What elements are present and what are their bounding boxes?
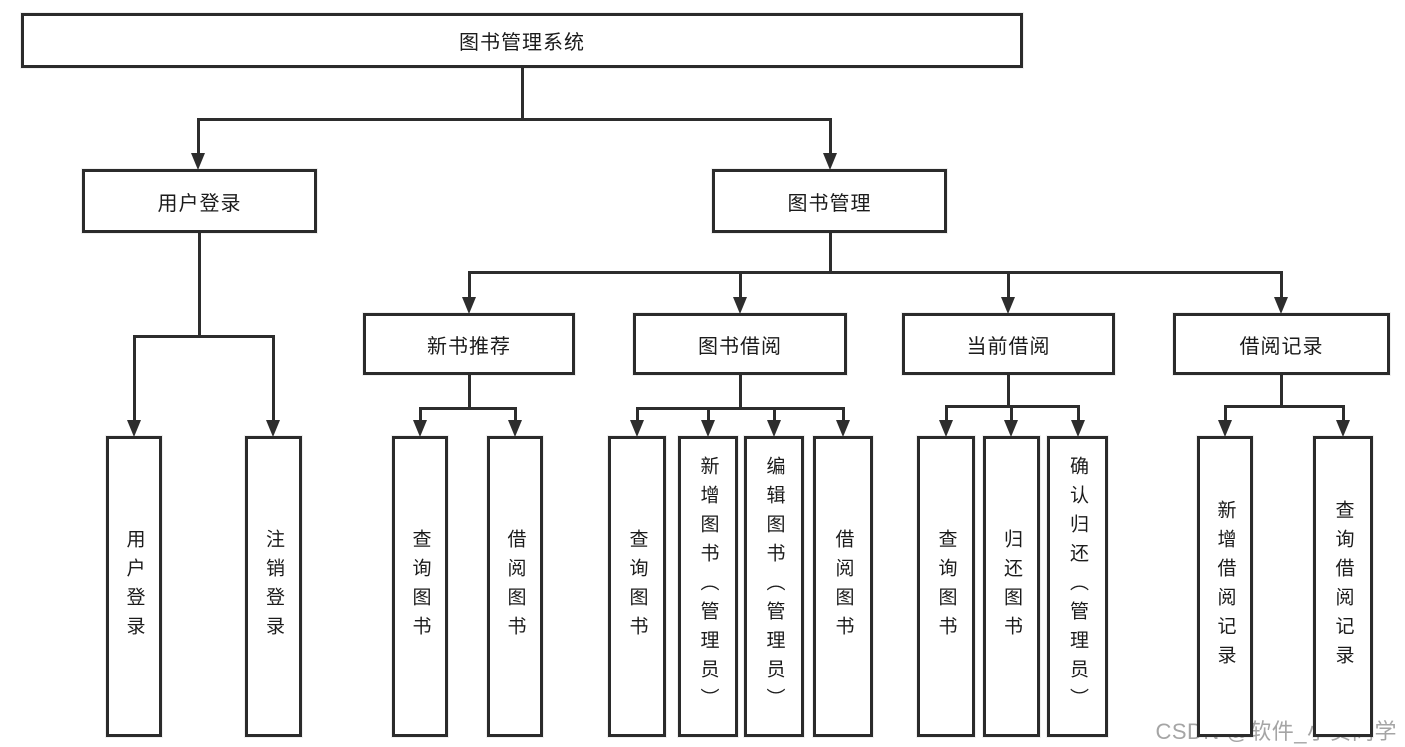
- connector-drop: [706, 408, 710, 423]
- leaf-query-borrow-record: 查询借阅记录: [1313, 436, 1373, 737]
- arrow-down-icon: [767, 420, 781, 437]
- node-book-borrow-label: 图书借阅: [698, 335, 782, 358]
- connector-stem: [1279, 375, 1283, 408]
- connector-drop: [132, 336, 136, 423]
- connector-stem: [1006, 375, 1010, 408]
- leaf-add-book-admin: 新增图书（管理员）: [678, 436, 738, 737]
- node-current-borrow: 当前借阅: [902, 313, 1115, 375]
- connector-bar: [418, 406, 517, 410]
- connector-drop: [271, 336, 275, 423]
- arrow-down-icon: [823, 153, 837, 170]
- node-user-login-label: 用户登录: [157, 192, 242, 215]
- arrow-down-icon: [508, 420, 522, 437]
- leaf-query-book-recommend: 查询图书: [392, 436, 448, 737]
- connector-bar: [196, 117, 832, 121]
- connector-drop: [635, 408, 639, 423]
- connector-drop: [1009, 406, 1013, 423]
- arrow-down-icon: [127, 420, 141, 437]
- connector-bar: [132, 334, 275, 338]
- arrow-down-icon: [701, 420, 715, 437]
- connector-stem: [520, 68, 524, 121]
- connector-stem: [738, 375, 742, 410]
- leaf-user-login-label: 用户登录: [123, 528, 145, 645]
- leaf-add-borrow-record-label: 新增借阅记录: [1214, 499, 1236, 674]
- connector-drop: [772, 408, 776, 423]
- leaf-add-borrow-record: 新增借阅记录: [1197, 436, 1253, 737]
- connector-stem: [467, 375, 471, 410]
- node-root: 图书管理系统: [21, 13, 1023, 68]
- connector-drop: [738, 272, 742, 300]
- leaf-borrow-book-label: 借阅图书: [832, 528, 854, 645]
- leaf-add-book-admin-label: 新增图书（管理员）: [697, 456, 719, 717]
- arrow-down-icon: [1274, 297, 1288, 314]
- leaf-query-book-borrow: 查询图书: [608, 436, 666, 737]
- leaf-confirm-return-admin-label: 确认归还（管理员）: [1067, 456, 1088, 717]
- leaf-logout-label: 注销登录: [263, 528, 284, 645]
- arrow-down-icon: [191, 153, 205, 170]
- connector-drop: [467, 272, 471, 300]
- node-book-management: 图书管理: [712, 169, 947, 233]
- connector-bar: [467, 270, 1283, 274]
- connector-drop: [196, 119, 200, 156]
- leaf-query-book-current-label: 查询图书: [935, 528, 957, 645]
- arrow-down-icon: [733, 297, 747, 314]
- connector-drop: [828, 119, 832, 156]
- connector-bar: [1223, 404, 1345, 408]
- node-book-borrow: 图书借阅: [633, 313, 847, 375]
- leaf-return-book: 归还图书: [983, 436, 1040, 737]
- arrow-down-icon: [939, 420, 953, 437]
- leaf-query-book-current: 查询图书: [917, 436, 975, 737]
- arrow-down-icon: [1001, 297, 1015, 314]
- leaf-return-book-label: 归还图书: [1001, 528, 1022, 645]
- arrow-down-icon: [266, 420, 280, 437]
- connector-stem: [828, 233, 832, 274]
- arrow-down-icon: [630, 420, 644, 437]
- connector-drop: [1006, 272, 1010, 300]
- leaf-borrow-book: 借阅图书: [813, 436, 873, 737]
- connector-drop: [1076, 406, 1080, 423]
- leaf-query-book-borrow-label: 查询图书: [626, 528, 648, 645]
- arrow-down-icon: [1071, 420, 1085, 437]
- leaf-user-login: 用户登录: [106, 436, 162, 737]
- node-borrow-record: 借阅记录: [1173, 313, 1390, 375]
- leaf-query-borrow-record-label: 查询借阅记录: [1332, 499, 1354, 674]
- connector-drop: [944, 406, 948, 423]
- node-book-management-label: 图书管理: [787, 192, 872, 215]
- arrow-down-icon: [836, 420, 850, 437]
- connector-drop: [513, 408, 517, 423]
- leaf-edit-book-admin: 编辑图书（管理员）: [744, 436, 804, 737]
- leaf-edit-book-admin-label: 编辑图书（管理员）: [763, 456, 785, 717]
- node-current-borrow-label: 当前借阅: [966, 335, 1051, 358]
- connector-bar: [635, 406, 845, 410]
- node-borrow-record-label: 借阅记录: [1239, 335, 1324, 358]
- arrow-down-icon: [413, 420, 427, 437]
- connector-drop: [841, 408, 845, 423]
- connector-drop: [1279, 272, 1283, 300]
- node-new-book-recommend-label: 新书推荐: [427, 335, 511, 358]
- arrow-down-icon: [1336, 420, 1350, 437]
- arrow-down-icon: [1218, 420, 1232, 437]
- leaf-borrow-book-recommend: 借阅图书: [487, 436, 543, 737]
- node-user-login: 用户登录: [82, 169, 317, 233]
- connector-drop: [1341, 406, 1345, 423]
- connector-drop: [418, 408, 422, 423]
- connector-stem: [197, 233, 201, 338]
- connector-drop: [1223, 406, 1227, 423]
- leaf-borrow-book-recommend-label: 借阅图书: [504, 528, 526, 645]
- leaf-confirm-return-admin: 确认归还（管理员）: [1047, 436, 1108, 737]
- node-root-label: 图书管理系统: [459, 32, 585, 54]
- leaf-query-book-recommend-label: 查询图书: [409, 528, 431, 645]
- arrow-down-icon: [1004, 420, 1018, 437]
- leaf-logout: 注销登录: [245, 436, 302, 737]
- arrow-down-icon: [462, 297, 476, 314]
- node-new-book-recommend: 新书推荐: [363, 313, 575, 375]
